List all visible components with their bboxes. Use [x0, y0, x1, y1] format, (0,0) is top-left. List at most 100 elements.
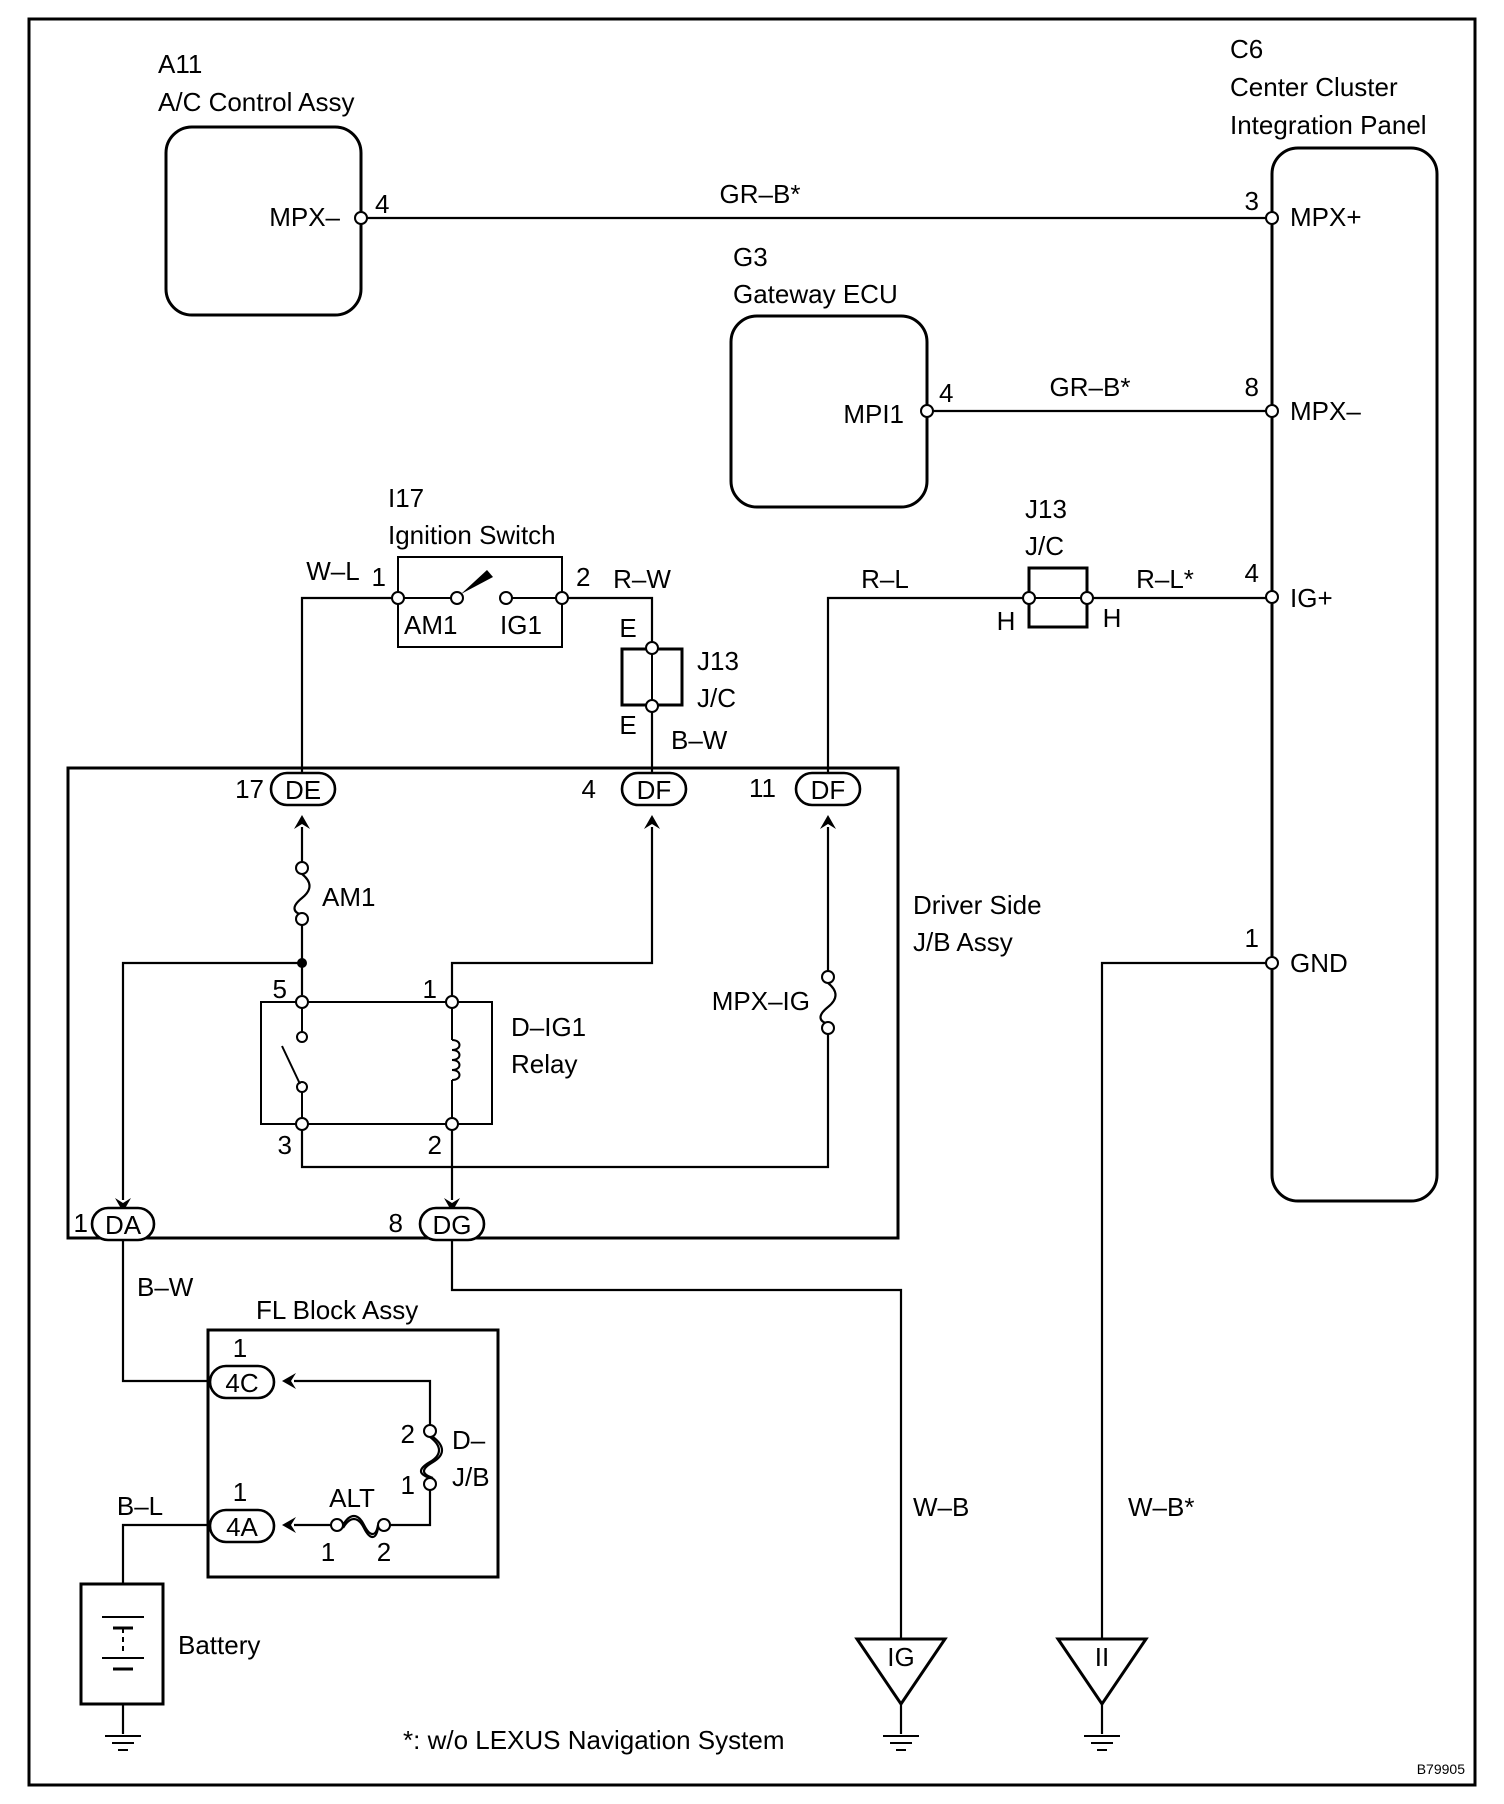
g3-name: Gateway ECU [733, 279, 898, 309]
fl-dj-pin2: 2 [401, 1419, 415, 1449]
a11-pin-number: 4 [375, 189, 389, 219]
c6-pin-mpxminus-label: MPX– [1290, 396, 1361, 426]
c6-pin-igplus-no: 4 [1245, 558, 1259, 588]
footnote: *: w/o LEXUS Navigation System [403, 1725, 785, 1755]
jb-conn-dg: DG [433, 1210, 472, 1240]
j13-left-name: J/C [697, 683, 736, 713]
a11-pin-label: MPX– [269, 202, 340, 232]
jb-relay-pin3: 3 [278, 1130, 292, 1160]
jb-relay-pin2: 2 [428, 1130, 442, 1160]
c6-name-line1: Center Cluster [1230, 72, 1398, 102]
j13-left-pin-bottom: E [619, 710, 636, 740]
jb-conn-dg-pin: 8 [389, 1208, 403, 1238]
wire-label-w-b-star: W–B* [1128, 1492, 1194, 1522]
driver-side-jb-assy: Driver Side J/B Assy DE 17 DF 4 DF 11 AM… [66, 766, 1042, 1242]
c6-pin-mpxminus-no: 8 [1245, 372, 1259, 402]
c6-pin-mpxplus-no: 3 [1245, 186, 1259, 216]
i17-pin-left: 1 [372, 562, 386, 592]
jb-fuse-am1: AM1 [322, 882, 375, 912]
jb-conn-df1: DF [637, 775, 672, 805]
g3-code: G3 [733, 242, 768, 272]
fl-alt-pin1: 1 [321, 1537, 335, 1567]
j13-junction-left: E E J13 J/C [619, 613, 739, 740]
j13-top-pin-left: H [997, 606, 1016, 636]
jb-conn-de-pin: 17 [235, 774, 264, 804]
i17-pin-right: 2 [576, 562, 590, 592]
c6-center-cluster-panel: C6 Center Cluster Integration Panel 3 MP… [1230, 34, 1439, 1203]
jb-relay-pin5: 5 [273, 974, 287, 1004]
jb-conn-df2: DF [811, 775, 846, 805]
battery-name: Battery [178, 1630, 260, 1660]
a11-code: A11 [158, 49, 202, 79]
fl-name: FL Block Assy [256, 1295, 418, 1325]
jb-conn-de: DE [285, 775, 321, 805]
i17-term-am1: AM1 [404, 610, 457, 640]
j13-left-pin-top: E [619, 613, 636, 643]
battery: Battery [79, 1582, 260, 1751]
diagram-frame [27, 17, 1477, 1787]
g3-gateway-ecu: G3 Gateway ECU MPI1 4 [729, 242, 953, 509]
j13-top-pin-right: H [1103, 603, 1122, 633]
a11-name: A/C Control Assy [158, 87, 355, 117]
drawing-id: B79905 [1417, 1761, 1465, 1777]
wire-label-r-l: R–L [861, 564, 909, 594]
ground-ig-label: IG [887, 1642, 914, 1672]
jb-relay-pin1: 1 [423, 974, 437, 1004]
fl-fuse-dj-line1: D– [452, 1425, 486, 1455]
wire-r-l [826, 596, 1023, 773]
g3-pin-label: MPI1 [843, 399, 904, 429]
fl-conn-4c-pin: 1 [233, 1333, 247, 1363]
g3-pin-number: 4 [939, 378, 953, 408]
wire-b-w-da-to-4c [121, 1240, 210, 1383]
c6-pin-igplus-label: IG+ [1290, 583, 1333, 613]
jb-name-line2: J/B Assy [913, 927, 1013, 957]
a11-ac-control-assy: A11 A/C Control Assy MPX– 4 [158, 49, 389, 317]
wire-r-w [568, 596, 654, 642]
fl-alt-pin2: 2 [377, 1537, 391, 1567]
c6-pin-gnd-label: GND [1290, 948, 1348, 978]
jb-conn-df1-pin: 4 [582, 774, 596, 804]
c6-name-line2: Integration Panel [1230, 110, 1427, 140]
wire-label-w-l: W–L [306, 556, 359, 586]
jb-relay-line2: Relay [511, 1049, 577, 1079]
wire-label-r-l-star: R–L* [1136, 564, 1194, 594]
ground-ii-label: II [1095, 1642, 1109, 1672]
c6-code: C6 [1230, 34, 1263, 64]
fl-fuse-alt: ALT [329, 1483, 375, 1513]
i17-term-ig1: IG1 [500, 610, 542, 640]
i17-code: I17 [388, 483, 424, 513]
wire-w-b-star [1100, 961, 1266, 1639]
wire-label-b-w-2: B–W [137, 1272, 194, 1302]
fl-conn-4c: 4C [225, 1368, 258, 1398]
wire-label-gr-b-1: GR–B* [720, 179, 801, 209]
jb-conn-df2-pin: 11 [749, 773, 776, 803]
fl-conn-4a: 4A [226, 1512, 258, 1542]
c6-pin-gnd-no: 1 [1245, 923, 1259, 953]
ground-ig: IG [854, 1637, 948, 1751]
jb-fuse-mpxig: MPX–IG [712, 986, 810, 1016]
fl-block-assy: FL Block Assy 4C 1 4A 1 2 1 D– J/B ALT 1… [206, 1295, 500, 1579]
wire-label-b-w-1: B–W [671, 725, 728, 755]
wire-label-b-l: B–L [117, 1491, 163, 1521]
wire-label-r-w: R–W [613, 564, 671, 594]
wire-label-w-b: W–B [913, 1492, 969, 1522]
fl-dj-pin1: 1 [401, 1470, 415, 1500]
i17-ignition-switch: I17 Ignition Switch AM1 IG1 1 2 [372, 483, 590, 648]
j13-top-code: J13 [1025, 494, 1067, 524]
jb-conn-da-pin: 1 [74, 1208, 88, 1238]
ground-ii: II [1055, 1637, 1149, 1751]
wire-w-b [450, 1240, 903, 1639]
jb-relay-line1: D–IG1 [511, 1012, 586, 1042]
j13-top-name: J/C [1025, 531, 1064, 561]
fl-fuse-dj-line2: J/B [452, 1462, 490, 1492]
c6-pin-mpxplus-label: MPX+ [1290, 202, 1362, 232]
j13-left-code: J13 [697, 646, 739, 676]
wire-w-l [300, 596, 392, 773]
jb-name-line1: Driver Side [913, 890, 1042, 920]
jb-conn-da: DA [105, 1210, 142, 1240]
wire-b-l [121, 1523, 210, 1584]
j13-junction-top: J13 J/C H H [997, 494, 1122, 636]
fl-conn-4a-pin: 1 [233, 1477, 247, 1507]
i17-name: Ignition Switch [388, 520, 556, 550]
